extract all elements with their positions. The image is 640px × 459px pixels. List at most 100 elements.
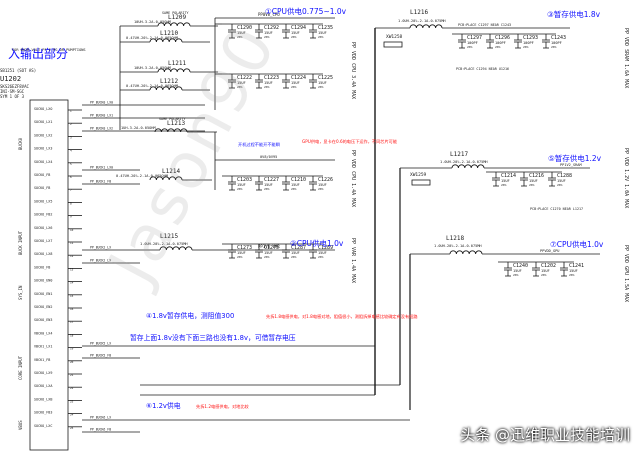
cap-tol: 20% xyxy=(318,255,324,259)
resistor-ref: XW1259 xyxy=(410,172,427,178)
inductor-coil xyxy=(149,176,183,181)
cap-tol: 20% xyxy=(264,187,270,191)
net-label: PP_BUCK2_LX xyxy=(90,246,111,250)
cap-tol: 20% xyxy=(467,45,473,49)
pcb-note: PCB:PLACE C1270 NEAR L1217 xyxy=(530,207,583,211)
cap-value: 15UF xyxy=(264,251,273,255)
pin-label: SOCKO_FB xyxy=(34,173,50,177)
cap-value: 15UF xyxy=(264,81,273,85)
cap-ref: C1223 xyxy=(264,75,279,81)
cap-tol: 20% xyxy=(264,85,270,89)
inductor-spec: 10UH-3.2A-0.05OHM xyxy=(134,66,172,70)
net-name: 0V8/0V95 xyxy=(260,155,277,159)
cap-ref: C1243 xyxy=(551,35,566,41)
header-note: FOR BOTH VOLT PF E PG OR PUMPTIONS xyxy=(12,48,86,52)
cap-tol: 20% xyxy=(237,85,243,89)
resistor-ref: XW1258 xyxy=(386,34,403,40)
cap-value: 15UF xyxy=(291,81,300,85)
net-name: PP1V8_VAR xyxy=(258,244,280,249)
cap-value: 15UF xyxy=(318,183,327,187)
inductor-coil xyxy=(157,68,191,73)
net-label: PP_BUCK1_LX0 xyxy=(90,166,113,170)
inductor-ref: L1212 xyxy=(160,78,178,85)
pin-label: SOCKO_LX8 xyxy=(34,252,52,256)
annotation-sram-12: ⑤暂存供电1.2v xyxy=(548,153,602,163)
pcb-note: PCB:PLACE C1294 NEAR U1216 xyxy=(456,67,509,71)
part-line: SB1251 (SOT AS) xyxy=(0,68,36,73)
pin-number: 4 xyxy=(70,149,72,153)
net-label: PP_BUCK5_FB xyxy=(90,354,111,358)
pin-number: 12 xyxy=(70,254,74,258)
pin-number: 6 xyxy=(70,175,72,179)
cap-ref: C1202 xyxy=(541,263,556,269)
ic-body xyxy=(29,99,69,451)
rail-label: PP VDD 1.2V 1.0A MAX xyxy=(623,148,629,208)
cap-ref: C1289 xyxy=(318,245,333,251)
inductor-coil xyxy=(409,24,443,29)
section-label: SYS_IN xyxy=(18,285,23,300)
inductor-polarity: SAME POLARITY xyxy=(162,11,189,15)
pin-number: 25 xyxy=(70,426,74,430)
section-label: BUCK0 xyxy=(18,137,23,150)
cap-ref: C1296 xyxy=(495,35,510,41)
annotation-borrow: 暂存上面1.8v没有下面三路也没有1.8v，可借暂存电压 xyxy=(130,333,296,342)
part-line: INI-SM-SGC xyxy=(0,89,25,94)
pin-label: SOCKO_FB xyxy=(34,186,50,190)
cap-tol: 20% xyxy=(237,255,243,259)
pin-label: SOCKO_FB xyxy=(34,265,50,269)
cap-ref: C1297 xyxy=(467,35,482,41)
cap-tol: 20% xyxy=(529,183,535,187)
cap-ref: C1292 xyxy=(264,25,279,31)
net-label: PP_BUCK1_FB xyxy=(90,180,111,184)
pin-label: SOCKO_LXA xyxy=(34,384,52,388)
section-label: BUCK INPUT xyxy=(18,230,23,255)
section-label: VBUS xyxy=(18,420,23,430)
cap-value: 15UF xyxy=(237,183,246,187)
annotation-cpu-2: ②CPU供电1.0v xyxy=(290,238,344,248)
pin-number: 21 xyxy=(70,373,74,377)
inductor-spec: 1UH-3.2A-0.05OHM xyxy=(121,126,156,130)
pin-label: SOCKO_EN0 xyxy=(34,279,52,283)
annotation-cpu-3: ⑦CPU供电1.0v xyxy=(550,239,604,249)
pin-number: 22 xyxy=(70,386,74,390)
inductor-ref: L1213 xyxy=(167,120,185,127)
inductor-spec: 0.47UH-20%-2.1A-0.065OHM xyxy=(116,174,169,178)
pin-number: 24 xyxy=(70,413,74,417)
inductor-coil xyxy=(149,86,183,91)
inductor-spec: 0.47UH-20%-2.1A-0.065OHM xyxy=(126,84,179,88)
cap-value: 100PF xyxy=(551,41,562,45)
cap-tol: 20% xyxy=(551,45,557,49)
inductor-spec: 1.0UH-20%-2.1A-0.075MH xyxy=(440,160,488,164)
cap-value: 100PF xyxy=(467,41,478,45)
wires xyxy=(29,17,600,451)
pin-number: 9 xyxy=(70,215,72,219)
section-title: 入输出部分 xyxy=(8,46,68,61)
annotation-sram-18: ③暂存供电1.8v xyxy=(547,9,601,19)
pin-number: 17 xyxy=(70,320,74,324)
part-line: SKS26EZF8VAC xyxy=(0,84,29,89)
cap-value: 100PF xyxy=(523,41,534,45)
annotation-cpu-1: ①CPU供电0.775~1.0v xyxy=(265,6,347,16)
pin-label: VBCK0_LX4 xyxy=(34,331,52,335)
cap-tol: 20% xyxy=(557,183,563,187)
pin-number: 7 xyxy=(70,188,72,192)
cap-ref: C1294 xyxy=(291,25,306,31)
cap-ref: C1293 xyxy=(523,35,538,41)
inductor-coil xyxy=(451,164,485,169)
pin-label: SOCKO_EN3 xyxy=(34,318,52,322)
resistor xyxy=(383,41,403,48)
inductor-coil xyxy=(159,246,193,251)
cap-value: 15UF xyxy=(237,81,246,85)
cap-ref: C1214 xyxy=(501,173,516,179)
pin-number: 18 xyxy=(70,333,74,337)
pin-label: VBCK1_LX1 xyxy=(34,345,52,349)
inductor-ref: L1218 xyxy=(446,235,464,242)
cap-tol: 20% xyxy=(318,85,324,89)
inductor-ref: L1210 xyxy=(160,30,178,37)
cap-ref: C1275 xyxy=(264,245,279,251)
net-name: PP0V8_CPU xyxy=(258,12,280,17)
inductor-spec: 0.47UH-20%-2.1A-0.065OHM xyxy=(126,36,179,40)
cap-tol: 20% xyxy=(237,35,243,39)
